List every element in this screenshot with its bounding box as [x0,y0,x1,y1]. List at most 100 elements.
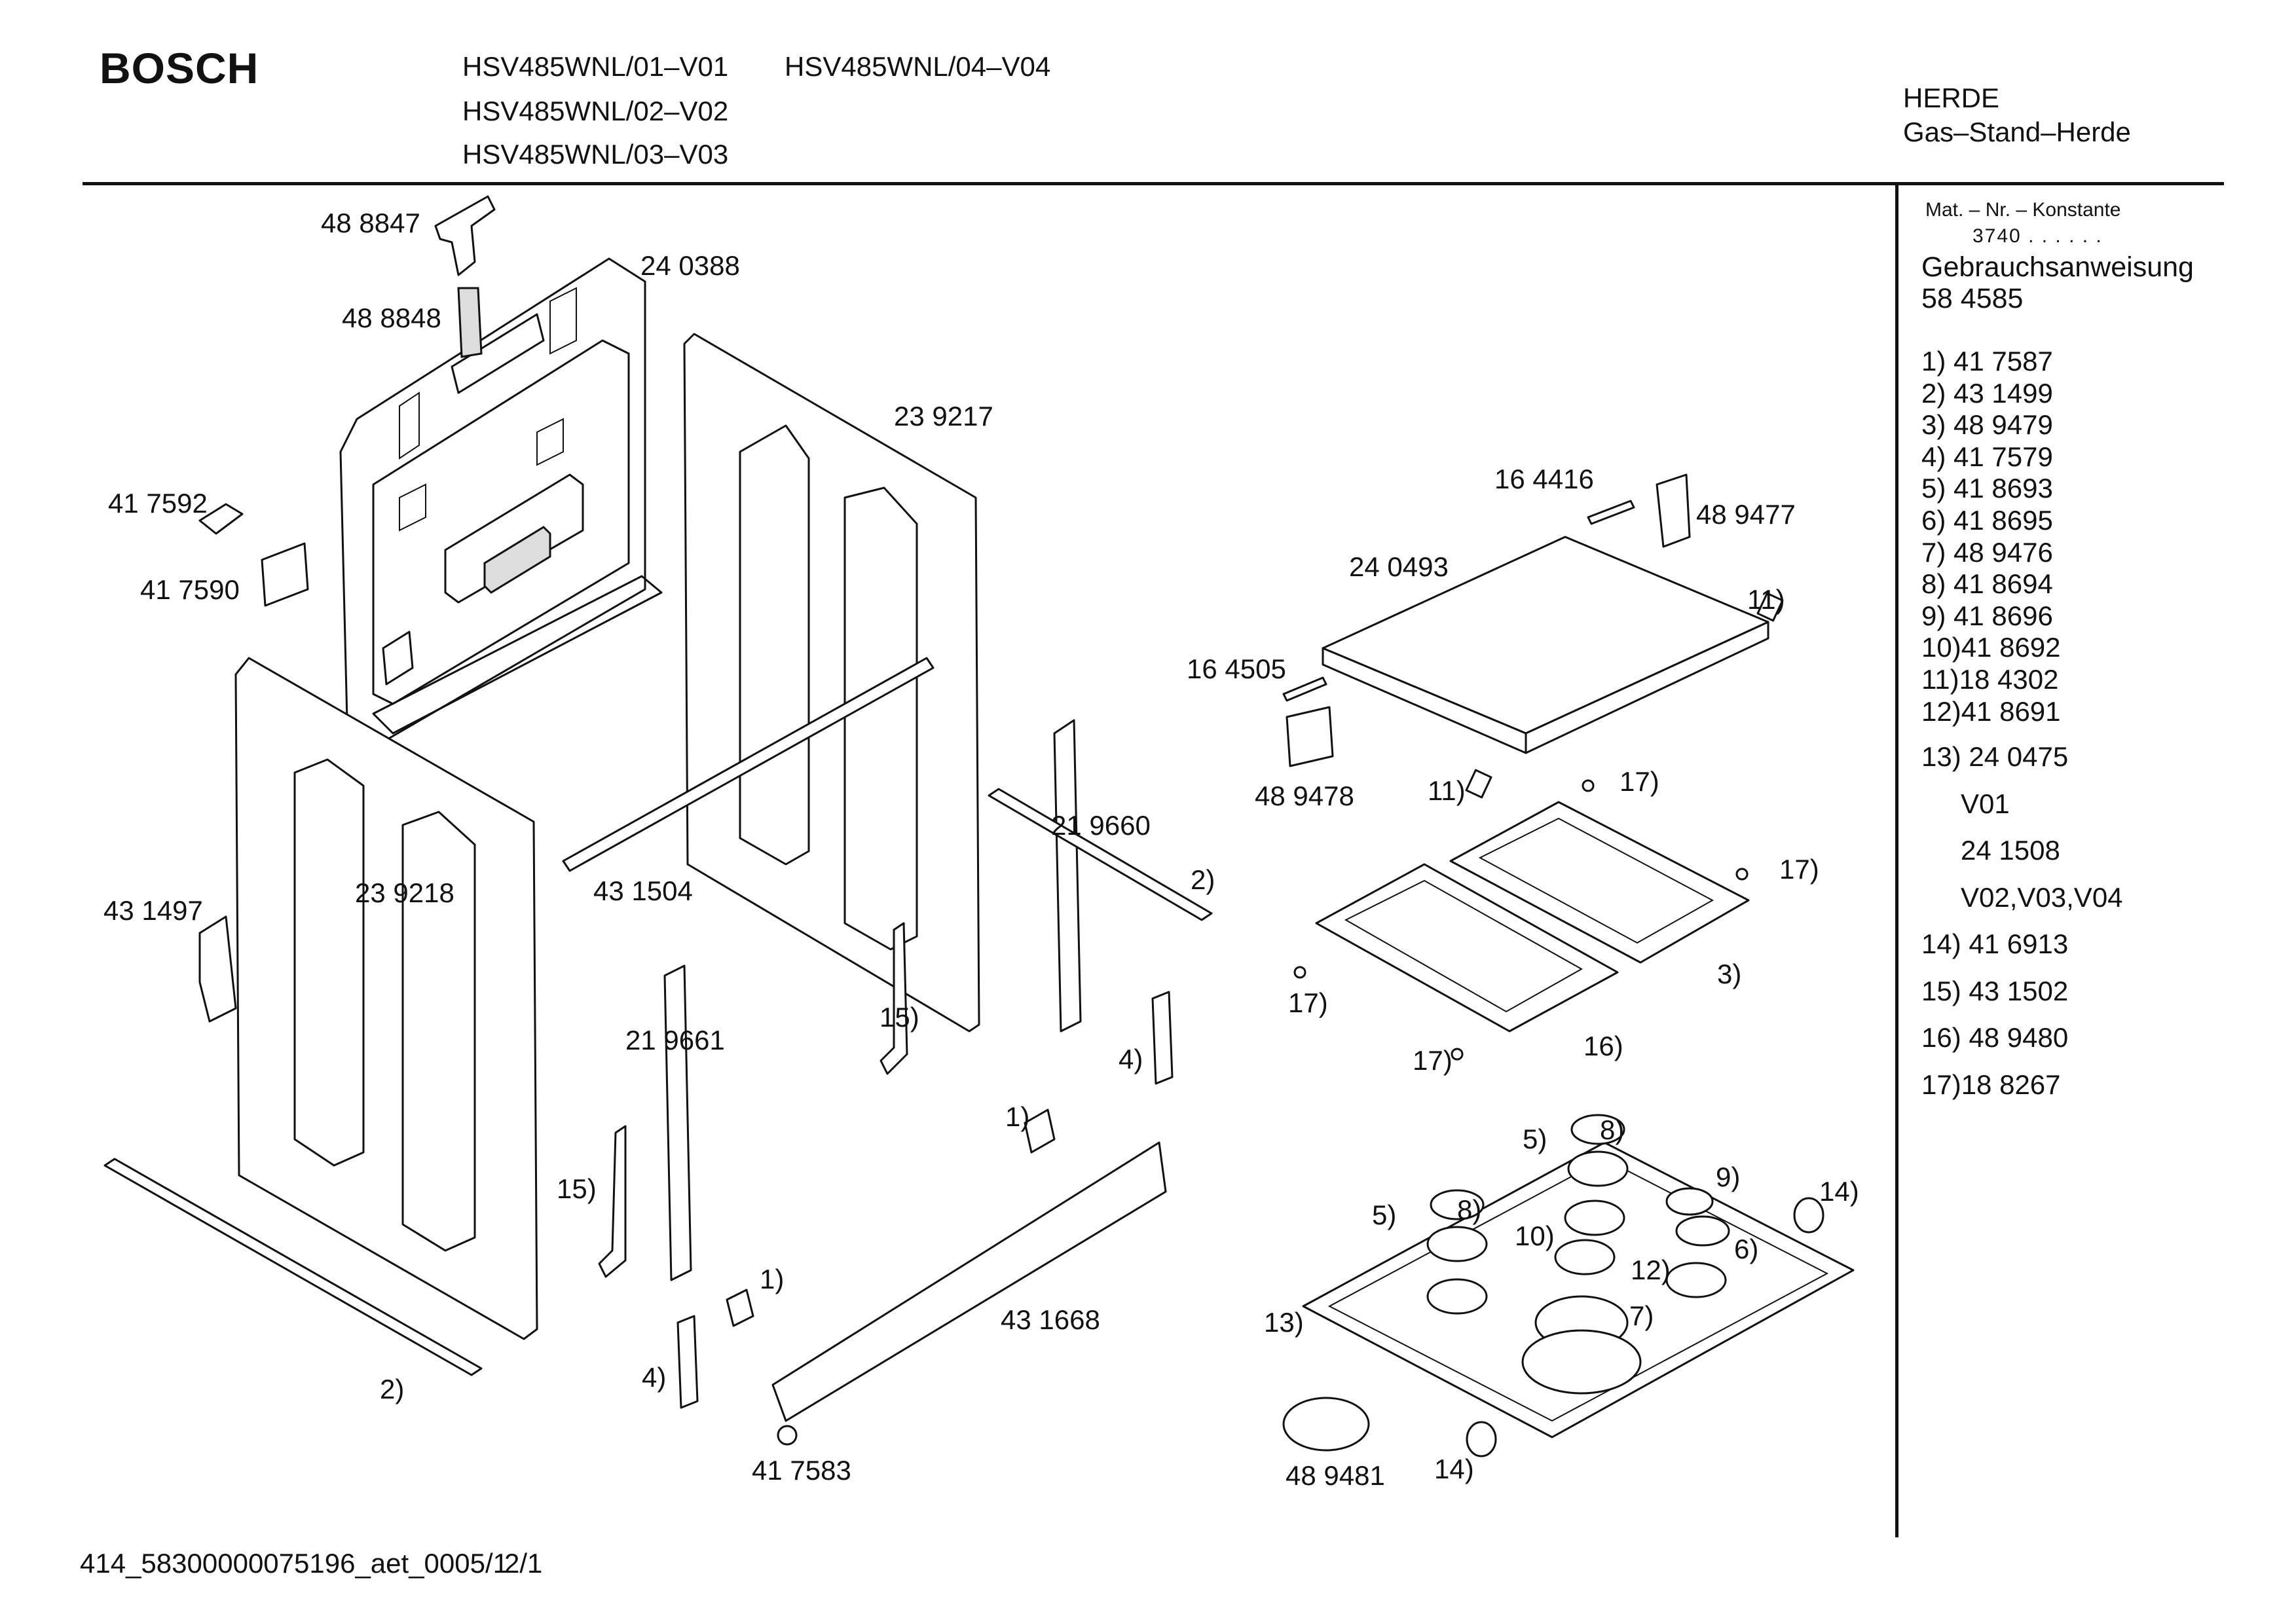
parts-list-item: 17)18 8267 [1921,1069,2061,1100]
page-number: 2/1 [504,1548,543,1579]
rubber-buffer [1756,592,1784,622]
callout-label: 5) [1523,1124,1547,1154]
variant-label: V01 [1961,788,2010,819]
clip [726,1289,754,1327]
callout-label: 2) [380,1374,404,1404]
callout-label: 17) [1413,1045,1453,1076]
vertical-rail [1053,719,1082,1033]
document-id: 414_58300000075196_aet_0005/1 [80,1548,509,1579]
corner-bracket [598,1125,627,1278]
manual-number: 58 4585 [1921,283,2024,314]
callout-label: 7) [1629,1300,1654,1331]
wok-ring [1282,1397,1370,1452]
parts-list-item: 2) 43 1499 [1921,377,2053,409]
part-label: 43 1668 [1001,1304,1100,1335]
parts-list-item: 16) 48 9480 [1921,1022,2069,1053]
variant-label: V02,V03,V04 [1961,881,2123,913]
part-label: 41 7592 [108,488,208,519]
cooktop-lid [1322,536,1769,754]
parts-list-item: 14) 41 6913 [1921,928,2069,959]
model-number: HSV485WNL/02–V02 [462,96,729,126]
burner [1567,1114,1629,1187]
lid-hinge [1656,473,1691,548]
grommet [1793,1197,1824,1234]
bosch-logo: BOSCH [100,44,259,92]
part-label: 48 8848 [342,302,441,333]
bottom-rail [103,1158,483,1376]
parts-list: 1) 41 7587 2) 43 1499 3) 48 9479 4) 41 7… [1921,346,2061,727]
vertical-rail [663,964,692,1281]
part-label: 48 8847 [321,208,420,238]
foot [777,1425,798,1446]
gas-connector [434,195,496,358]
cross-rail [562,657,935,872]
lid-hinge [1286,706,1334,767]
callout-label: 9) [1716,1162,1740,1192]
callout-label: 13) [1264,1307,1304,1338]
grommet [1466,1421,1497,1457]
mat-nr-value: 3740 . . . . . . [1972,225,2103,247]
burner [1426,1189,1488,1262]
parts-list-item: 1) 41 7587 [1921,346,2053,376]
burner [1554,1200,1625,1275]
callout-label: 6) [1734,1234,1758,1264]
part-label: 24 0388 [640,250,740,281]
cover-plate [261,542,309,607]
callout-label: 3) [1717,959,1741,989]
parts-list-continued: 13) 24 0475 V01 24 1508 V02,V03,V04 14) … [1921,733,2123,1108]
part-label: 41 7583 [752,1455,851,1486]
exploded-view-diagram: 48 8847 24 0388 48 8848 23 9217 41 7592 … [103,195,1859,1491]
model-number: HSV485WNL/04–V04 [785,51,1051,82]
callout-label: 12) [1631,1255,1671,1285]
side-panel-left [234,657,538,1340]
rubber-foot [1735,868,1749,881]
rubber-foot [1582,779,1595,792]
part-label: 23 9217 [894,401,993,431]
callout-label: 1) [760,1264,784,1294]
model-number: HSV485WNL/03–V03 [462,139,729,170]
clip [198,503,244,535]
part-label: 23 9218 [355,877,454,908]
model-number: HSV485WNL/01–V01 [462,51,729,82]
rubber-foot [1451,1048,1464,1061]
part-label: 16 4505 [1187,653,1286,684]
rubber-foot [1293,966,1306,979]
callout-label: 17) [1288,987,1328,1018]
header-rule [83,182,2224,185]
pan-support [1315,863,1619,1033]
callout-label: 8) [1600,1114,1624,1145]
part-label: 21 9661 [625,1025,725,1055]
part-label: 48 9481 [1286,1460,1385,1491]
rubber-buffer [1465,769,1492,799]
hinge-bolt [1282,676,1327,702]
part-label: 16 4416 [1494,464,1594,494]
callout-label: 8) [1457,1194,1481,1225]
parts-list-item: 12)41 8691 [1921,695,2061,727]
callout-label: 11) [1747,584,1785,615]
parts-list-item: 7) 48 9476 [1921,536,2053,568]
part-label: 43 1497 [103,895,203,926]
sidebar-divider [1895,185,1898,1537]
callout-label: 4) [642,1362,666,1393]
callout-label: 14) [1819,1176,1859,1207]
callout-label: 16) [1583,1031,1623,1061]
callout-label: 10) [1515,1220,1555,1251]
wok-burner [1521,1295,1642,1395]
callout-label: 15) [880,1002,919,1033]
burner [1665,1262,1727,1298]
parts-list-item: 6) 41 8695 [1921,504,2053,536]
part-label: 21 9660 [1051,810,1151,841]
callout-label: 1) [1005,1101,1029,1132]
bottom-rail [988,788,1213,921]
pan-support [1449,801,1750,964]
parts-list-item: 15) 43 1502 [1921,975,2069,1006]
parts-list-item: 13) 24 0475 [1921,741,2069,772]
parts-list-item: 11)18 4302 [1921,663,2059,695]
part-label: 43 1504 [593,875,693,906]
parts-list-item: 5) 41 8693 [1921,473,2053,504]
callout-label: 14) [1434,1454,1474,1484]
callout-label: 5) [1372,1200,1396,1230]
clip [1024,1108,1056,1154]
callout-label: 4) [1119,1044,1143,1074]
parts-list-item: 24 1508 [1961,835,2060,866]
